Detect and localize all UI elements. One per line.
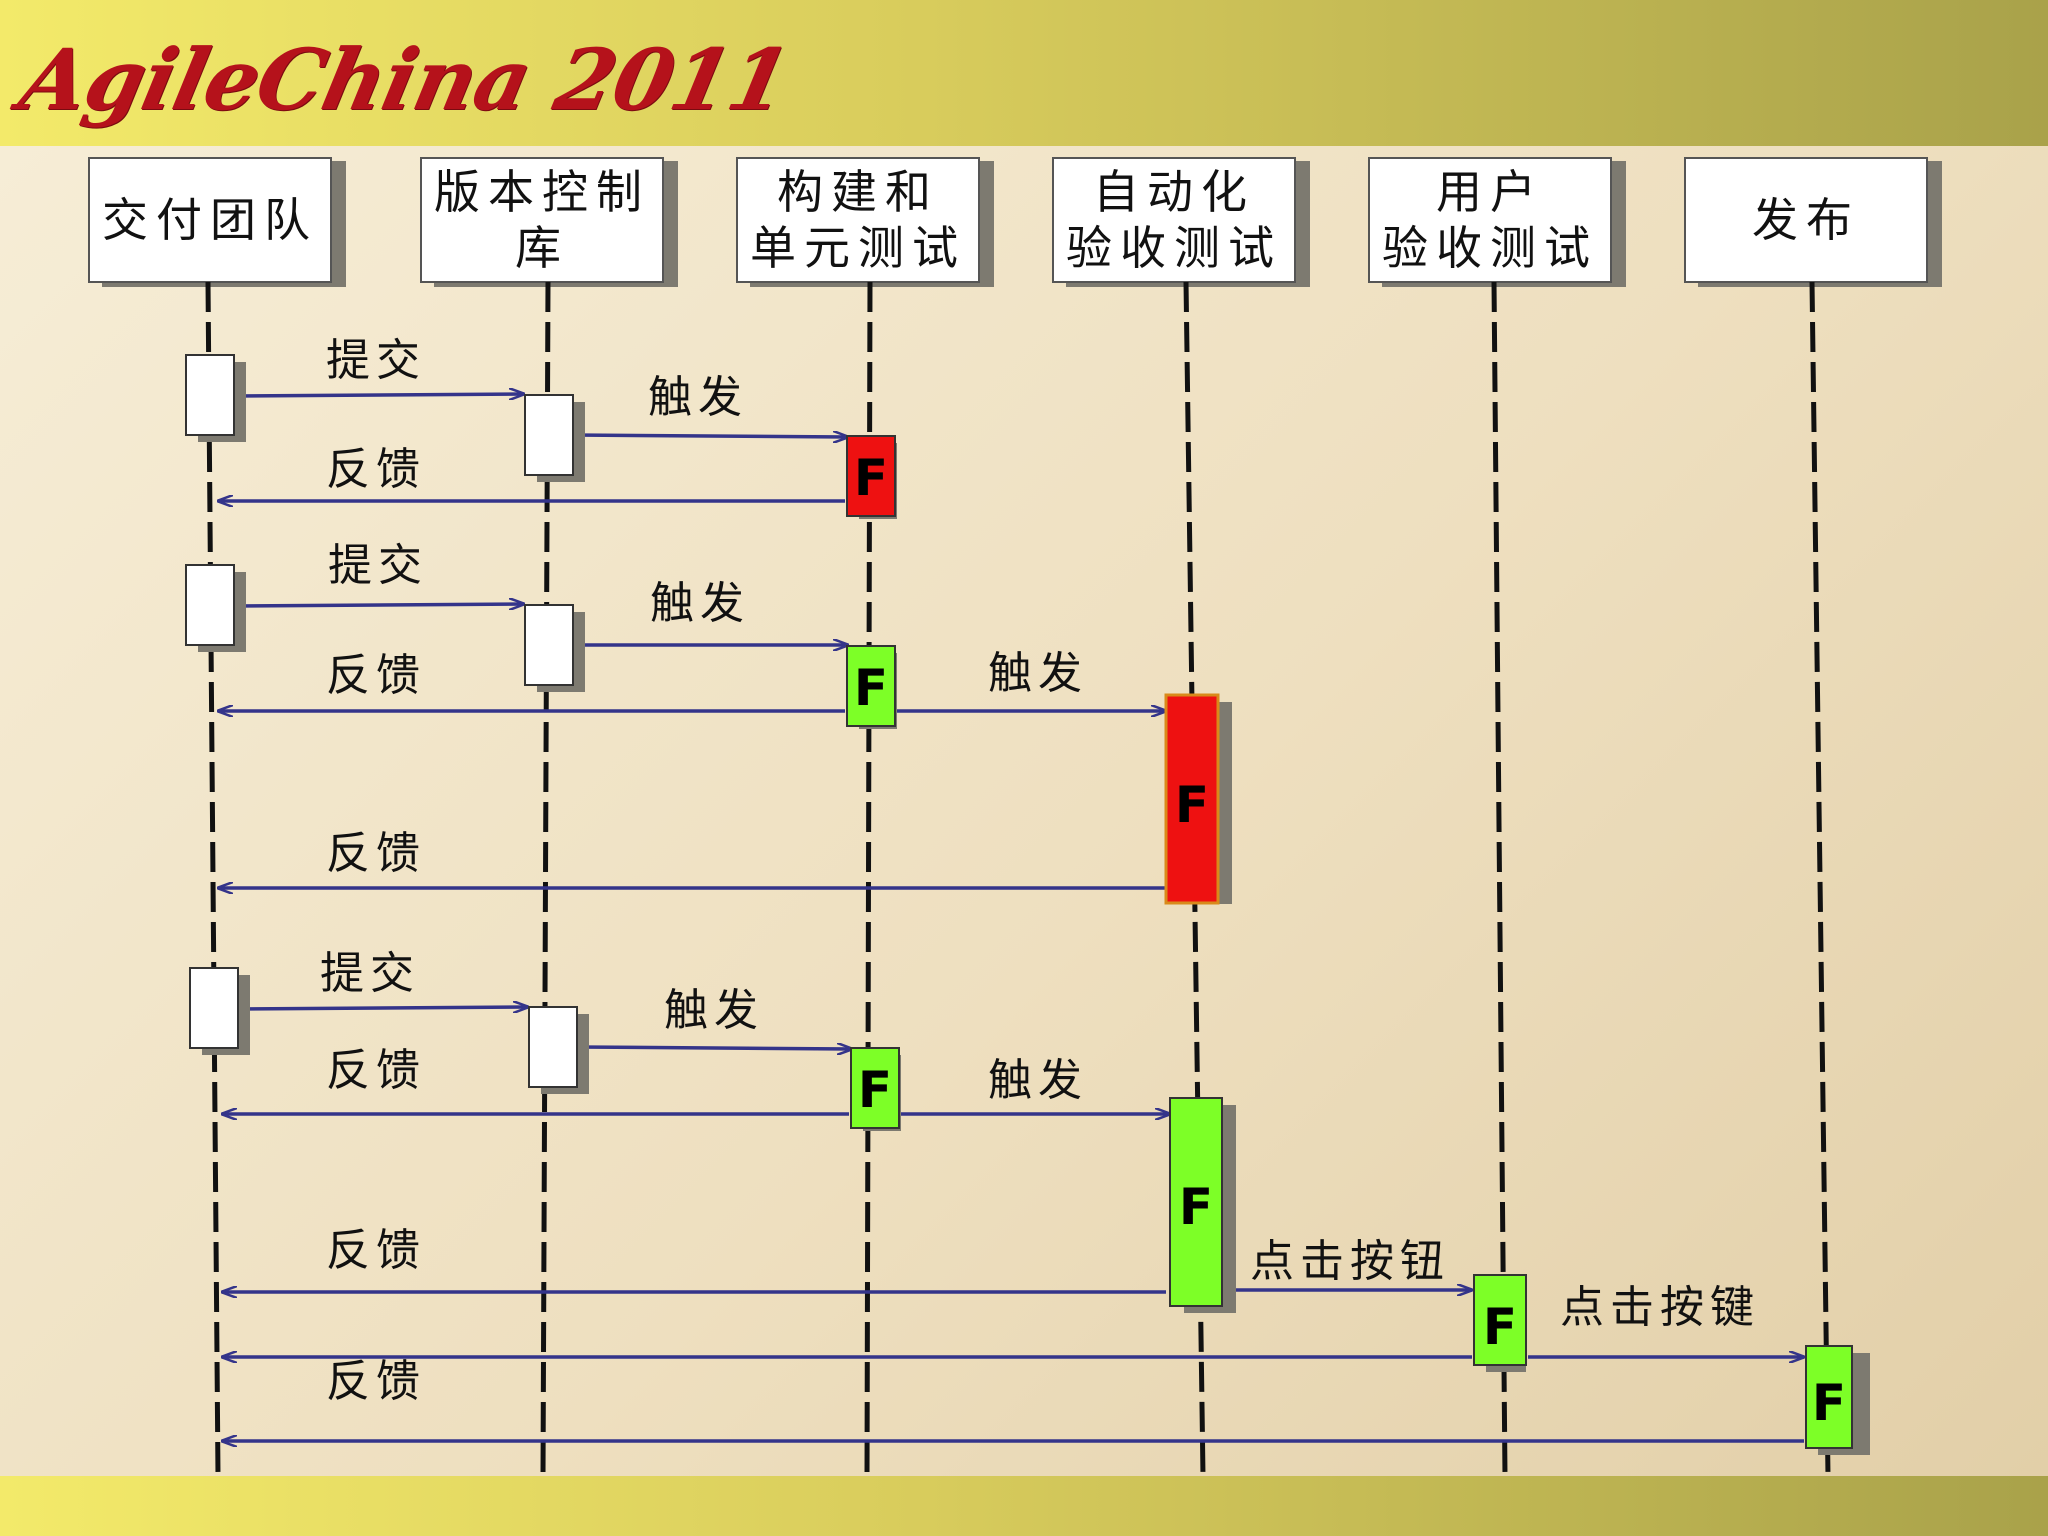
trigger-label: 触发	[648, 372, 748, 423]
trigger-arrow	[571, 435, 848, 437]
status-boxes: F F F F F F	[846, 435, 1870, 1455]
commit-arrow	[234, 604, 524, 606]
activation-box	[189, 967, 250, 1055]
lane-header-automated-acceptance: 自动化验收测试	[1052, 157, 1296, 283]
lane-header-user-acceptance: 用户验收测试	[1368, 157, 1612, 283]
feedback-label: 反馈	[326, 1225, 426, 1276]
release-pass-box: F	[1805, 1345, 1870, 1455]
slide-body	[0, 146, 2048, 1476]
status-letter: F	[858, 1061, 892, 1119]
trigger-label: 触发	[664, 985, 764, 1036]
build-pass-box: F	[850, 1047, 901, 1131]
activation-box	[528, 1006, 589, 1094]
feedback-label: 反馈	[326, 828, 426, 879]
trigger-label: 触发	[988, 648, 1088, 699]
message-labels: 提交 触发 反馈 提交 触发 反馈 触发 反馈 提交 触发 反馈 触发 反馈 点…	[320, 335, 1760, 1407]
status-letter: F	[1483, 1298, 1517, 1356]
trigger-arrow	[575, 1047, 852, 1049]
title-band	[0, 0, 2048, 146]
activation-box	[524, 604, 585, 692]
click-button-label: 点击按钮	[1250, 1236, 1450, 1287]
lifeline-delivery-team	[205, 281, 221, 1477]
click-key-label: 点击按键	[1560, 1282, 1760, 1333]
trigger-label: 触发	[650, 578, 750, 629]
commit-arrow	[237, 1007, 528, 1009]
commit-label: 提交	[326, 335, 426, 386]
commit-label: 提交	[328, 540, 428, 591]
trigger-label: 触发	[988, 1055, 1088, 1106]
lane-header-version-control: 版本控制库	[420, 157, 664, 283]
status-letter: F	[1175, 776, 1209, 834]
commit-label: 提交	[320, 948, 420, 999]
acceptance-fail-box: F	[1164, 693, 1232, 905]
status-letter: F	[1812, 1374, 1846, 1432]
feedback-label: 反馈	[326, 444, 426, 495]
feedback-label: 反馈	[326, 1356, 426, 1407]
footer-band	[0, 1476, 2048, 1536]
lane-header-release: 发布	[1684, 157, 1928, 283]
build-pass-box: F	[846, 645, 897, 729]
feedback-label: 反馈	[326, 650, 426, 701]
activation-box	[185, 564, 246, 652]
lane-header-build-unit-test: 构建和单元测试	[736, 157, 980, 283]
build-fail-box: F	[846, 435, 897, 519]
activation-box	[185, 354, 246, 442]
acceptance-pass-box: F	[1169, 1097, 1236, 1313]
uat-pass-box: F	[1473, 1274, 1527, 1372]
lifeline-release	[1809, 281, 1831, 1477]
status-letter: F	[854, 659, 888, 717]
commit-arrow	[234, 394, 524, 396]
activation-boxes	[185, 354, 589, 1094]
feedback-label: 反馈	[326, 1045, 426, 1096]
status-letter: F	[1179, 1178, 1213, 1236]
message-arrows	[218, 394, 1804, 1441]
status-letter: F	[854, 449, 888, 507]
activation-box	[524, 394, 585, 482]
